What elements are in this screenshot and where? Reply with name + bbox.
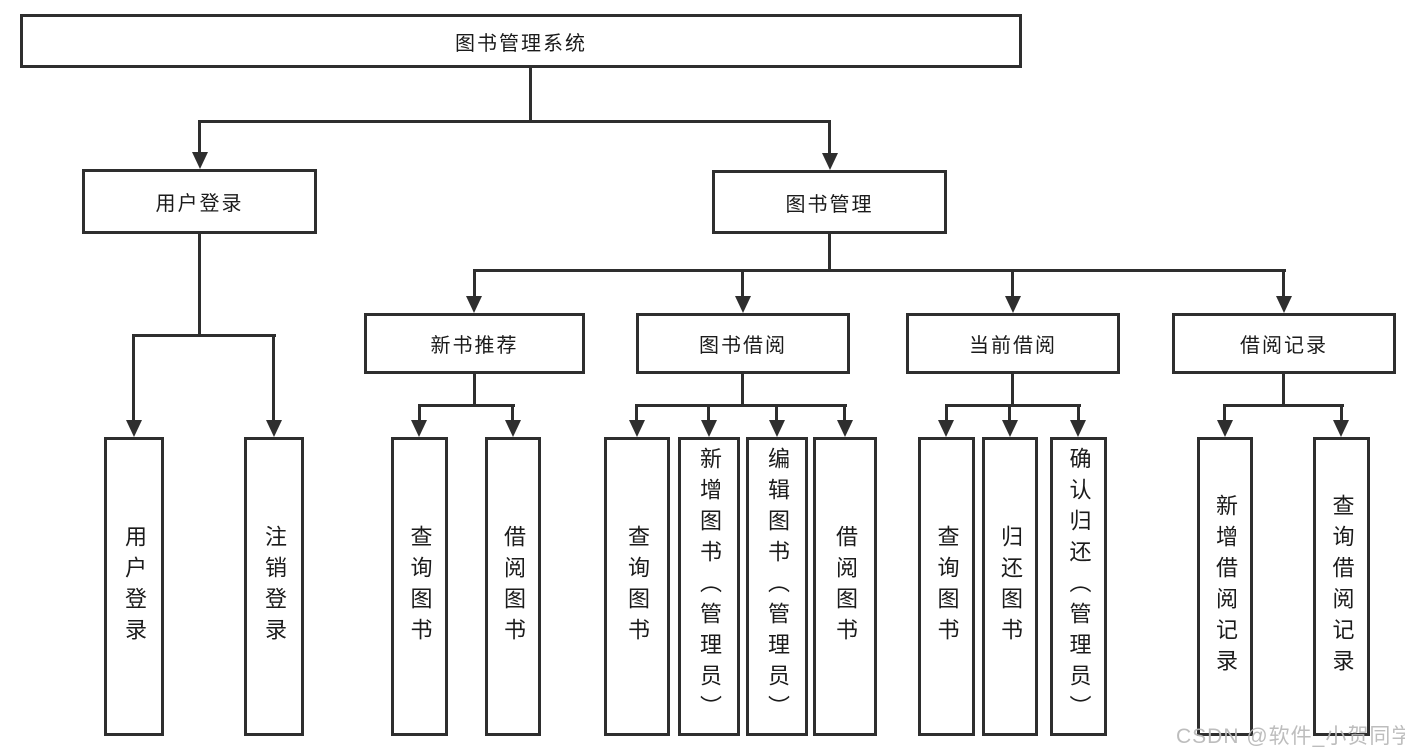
node-label: 用户登录 bbox=[155, 193, 244, 215]
node-logout-leaf: 注销登录 bbox=[244, 437, 304, 736]
connector-to-new-book-recommend bbox=[473, 269, 476, 297]
node-label: 查询图书 bbox=[934, 524, 960, 649]
arrow-down-icon bbox=[769, 420, 785, 437]
connector-book-borrow-split bbox=[635, 404, 847, 407]
node-records-query-record: 查询借阅记录 bbox=[1313, 437, 1370, 736]
node-label: 注销登录 bbox=[262, 524, 287, 649]
node-current-return-books: 归还图书 bbox=[982, 437, 1038, 736]
connector-book-management-split bbox=[473, 269, 1286, 272]
connector-to-book-borrow bbox=[741, 269, 744, 297]
connector-leaf-drop bbox=[1077, 404, 1080, 421]
connector-leaf-drop bbox=[1340, 404, 1343, 421]
connector-new-book-recommend-split bbox=[418, 404, 515, 407]
arrow-down-icon bbox=[822, 153, 838, 170]
connector-borrow-records-stem bbox=[1282, 374, 1285, 406]
node-label: 借阅图书 bbox=[501, 524, 526, 649]
arrow-down-icon bbox=[505, 420, 521, 437]
node-borrow-records: 借阅记录 bbox=[1172, 313, 1396, 374]
node-label: 图书管理 bbox=[785, 193, 874, 216]
connector-leaf-drop bbox=[775, 404, 778, 421]
node-borrow-edit-books-admin: 编辑图书（管理员） bbox=[746, 437, 808, 736]
connector-new-book-recommend-stem bbox=[473, 374, 476, 406]
node-borrow-query-books: 查询图书 bbox=[604, 437, 670, 736]
node-book-borrow: 图书借阅 bbox=[636, 313, 850, 374]
node-book-management: 图书管理 bbox=[712, 170, 947, 234]
arrow-down-icon bbox=[1276, 296, 1292, 313]
node-borrow-borrow-books: 借阅图书 bbox=[813, 437, 877, 736]
node-label: 查询借阅记录 bbox=[1329, 493, 1355, 680]
node-label: 新书推荐 bbox=[430, 335, 519, 357]
arrow-down-icon bbox=[1333, 420, 1349, 437]
connector-leaf-drop bbox=[1223, 404, 1226, 421]
connector-user-login-stem bbox=[198, 234, 201, 336]
arrow-down-icon bbox=[938, 420, 954, 437]
node-label: 图书管理系统 bbox=[455, 32, 587, 55]
node-label: 归还图书 bbox=[998, 524, 1023, 649]
node-current-confirm-return-admin: 确认归还（管理员） bbox=[1050, 437, 1107, 736]
node-recommend-query-books: 查询图书 bbox=[391, 437, 448, 736]
connector-leaf-drop bbox=[843, 404, 846, 421]
connector-to-user-login bbox=[198, 120, 201, 154]
node-recommend-borrow-books: 借阅图书 bbox=[485, 437, 541, 736]
node-user-login: 用户登录 bbox=[82, 169, 317, 234]
node-label: 借阅图书 bbox=[833, 524, 858, 649]
connector-leaf-drop bbox=[635, 404, 638, 421]
connector-current-borrow-stem bbox=[1011, 374, 1014, 406]
node-borrow-add-books-admin: 新增图书（管理员） bbox=[678, 437, 740, 736]
arrow-down-icon bbox=[1002, 420, 1018, 437]
connector-to-current-borrow bbox=[1011, 269, 1014, 297]
node-login-leaf: 用户登录 bbox=[104, 437, 164, 736]
connector-to-logout bbox=[272, 334, 275, 421]
node-library-management-system: 图书管理系统 bbox=[20, 14, 1022, 68]
node-label: 新增借阅记录 bbox=[1213, 493, 1238, 680]
node-label: 新增图书（管理员） bbox=[697, 447, 722, 726]
connector-root-stem bbox=[529, 68, 532, 121]
node-new-book-recommend: 新书推荐 bbox=[364, 313, 585, 374]
connector-leaf-drop bbox=[1008, 404, 1011, 421]
arrow-down-icon bbox=[1217, 420, 1233, 437]
arrow-down-icon bbox=[1070, 420, 1086, 437]
connector-current-borrow-split bbox=[945, 404, 1081, 407]
connector-to-book-management bbox=[828, 120, 831, 155]
node-records-add-record: 新增借阅记录 bbox=[1197, 437, 1253, 736]
connector-book-borrow-stem bbox=[741, 374, 744, 406]
arrow-down-icon bbox=[266, 420, 282, 437]
node-current-borrow: 当前借阅 bbox=[906, 313, 1120, 374]
csdn-watermark: CSDN @软件_小贺同学 bbox=[1176, 725, 1405, 747]
node-label: 当前借阅 bbox=[969, 335, 1057, 357]
node-label: 确认归还（管理员） bbox=[1066, 447, 1092, 726]
connector-to-login bbox=[132, 334, 135, 421]
node-current-query-books: 查询图书 bbox=[918, 437, 975, 736]
node-label: 查询图书 bbox=[625, 524, 650, 649]
connector-book-management-stem bbox=[828, 234, 831, 272]
connector-user-login-split bbox=[132, 334, 276, 337]
arrow-down-icon bbox=[1005, 296, 1021, 313]
arrow-down-icon bbox=[126, 420, 142, 437]
arrow-down-icon bbox=[701, 420, 717, 437]
arrow-down-icon bbox=[735, 296, 751, 313]
node-label: 编辑图书（管理员） bbox=[765, 447, 790, 726]
arrow-down-icon bbox=[466, 296, 482, 313]
connector-leaf-drop bbox=[945, 404, 948, 421]
arrow-down-icon bbox=[837, 420, 853, 437]
connector-to-borrow-records bbox=[1282, 269, 1285, 297]
arrow-down-icon bbox=[192, 152, 208, 169]
connector-borrow-records-split bbox=[1223, 404, 1344, 407]
node-label: 用户登录 bbox=[122, 524, 147, 649]
node-label: 图书借阅 bbox=[699, 335, 787, 357]
connector-leaf-drop bbox=[511, 404, 514, 421]
arrow-down-icon bbox=[629, 420, 645, 437]
connector-leaf-drop bbox=[707, 404, 710, 421]
node-label: 查询图书 bbox=[407, 524, 433, 649]
connector-root-split bbox=[198, 120, 831, 123]
arrow-down-icon bbox=[411, 420, 427, 437]
node-label: 借阅记录 bbox=[1240, 335, 1328, 357]
connector-leaf-drop bbox=[418, 404, 421, 421]
